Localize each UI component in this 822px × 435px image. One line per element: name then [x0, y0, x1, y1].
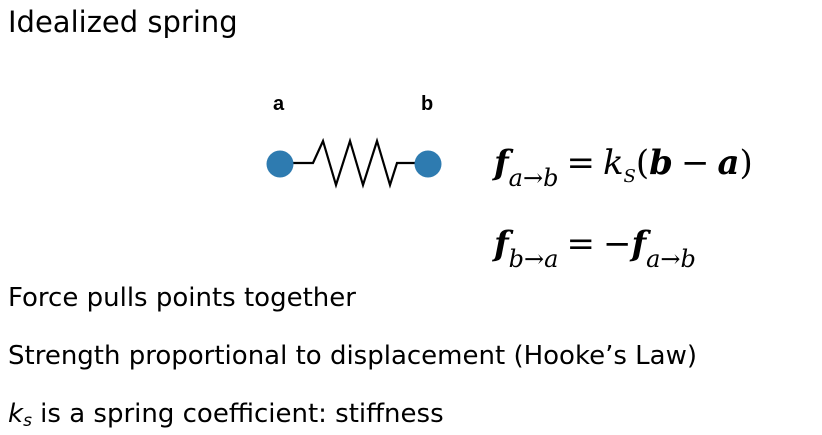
eq2-subscript: b→a: [508, 245, 559, 273]
eq2-subscript-2: a→b: [646, 245, 696, 273]
point-b-label: b: [421, 93, 433, 115]
point-b: [414, 150, 442, 178]
eq1-open-paren: (: [635, 143, 650, 183]
eq2-equals: =: [566, 224, 595, 264]
eq1-equals: =: [566, 143, 595, 183]
equation-force-b-to-a: fb→a=−fa→b: [494, 222, 696, 271]
point-a: [266, 150, 294, 178]
eq1-close-paren: ): [739, 143, 753, 183]
eq2-force-symbol-2: f: [631, 224, 647, 264]
bullet-strength-proportional: Strength proportional to displacement (H…: [8, 341, 697, 371]
eq1-force-symbol: f: [494, 143, 509, 183]
eq1-k-subscript: S: [623, 166, 636, 187]
eq1-b-vector: b: [649, 143, 673, 183]
bullet-force-pulls: Force pulls points together: [8, 283, 356, 313]
spring-zigzag: [280, 137, 428, 189]
eq1-k-symbol: k: [602, 143, 624, 183]
eq1-minus: −: [680, 143, 710, 183]
eq1-a-vector: a: [717, 143, 740, 183]
ks-symbol: ks: [8, 399, 32, 431]
bullet-spring-coefficient: ks is a spring coefficient: stiffness: [8, 397, 444, 431]
bullet-spring-coefficient-text: is a spring coefficient: stiffness: [31, 399, 444, 429]
eq2-force-symbol: f: [494, 224, 509, 264]
eq2-negative: −: [602, 224, 632, 264]
equation-force-a-to-b: fa→b=kS(b−a): [494, 141, 753, 190]
point-a-label: a: [273, 93, 285, 115]
eq1-subscript: a→b: [508, 164, 559, 192]
slide-title: Idealized spring: [8, 5, 238, 39]
